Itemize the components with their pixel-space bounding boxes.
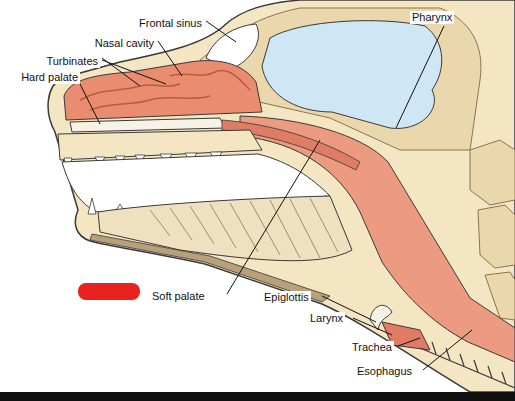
part-label: Esophagus xyxy=(355,365,414,378)
part-label: Trachea xyxy=(350,341,394,354)
tongue xyxy=(98,196,352,261)
part-label: Epiglottis xyxy=(262,291,311,304)
trachea-rings xyxy=(420,342,515,388)
tongue-muscle-lines xyxy=(150,198,338,258)
part-label: Larynx xyxy=(308,312,345,325)
part-label: Pharynx xyxy=(410,11,454,24)
hard-palate xyxy=(70,118,225,132)
turbinates xyxy=(80,71,250,110)
head-outline xyxy=(48,0,515,392)
red-mark xyxy=(78,283,140,300)
part-label: Turbinates xyxy=(44,55,100,68)
vertebrae xyxy=(470,140,515,320)
leader-lines xyxy=(78,21,472,370)
part-label: Frontal sinus xyxy=(137,17,204,30)
brain xyxy=(262,21,442,129)
bottom-bar xyxy=(0,392,515,401)
part-label: Nasal cavity xyxy=(93,37,156,50)
part-label: Hard palate xyxy=(19,71,80,84)
part-label: Soft palate xyxy=(150,290,207,303)
